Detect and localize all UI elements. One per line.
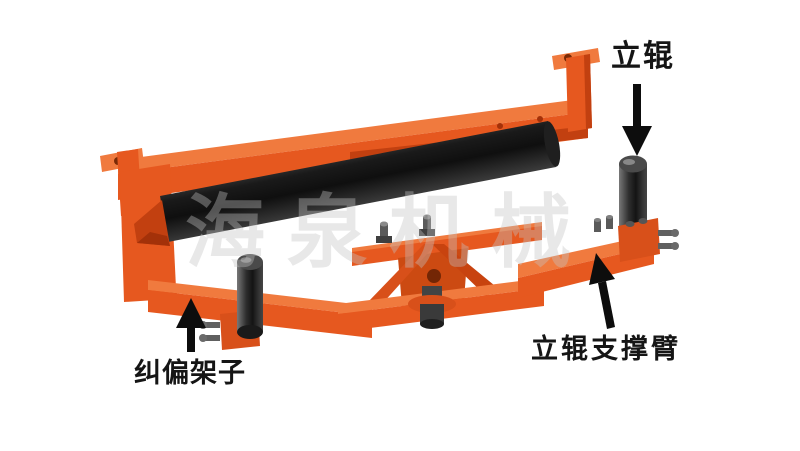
center-bolt-studs: [376, 214, 435, 243]
center-frame: [338, 214, 544, 332]
left-vertical-roller: [237, 254, 263, 339]
roller-left-cone: [134, 200, 170, 246]
label-vertical-roller: 立辊: [611, 40, 675, 73]
main-roller: [134, 121, 561, 246]
label-correcting-frame: 纠偏架子: [134, 358, 246, 388]
right-bracket: [552, 48, 600, 132]
right-arm-end-block: [618, 218, 679, 262]
down-arrow-icon: [622, 84, 652, 156]
diagonal-up-arrow-icon: [589, 253, 615, 329]
arm-bolt-studs: [594, 215, 613, 232]
annotation-arrows: [176, 84, 652, 352]
swivel-bearing: [408, 286, 456, 329]
label-support-arm: 立辊支撑臂: [531, 334, 681, 364]
up-arrow-icon: [176, 298, 206, 352]
